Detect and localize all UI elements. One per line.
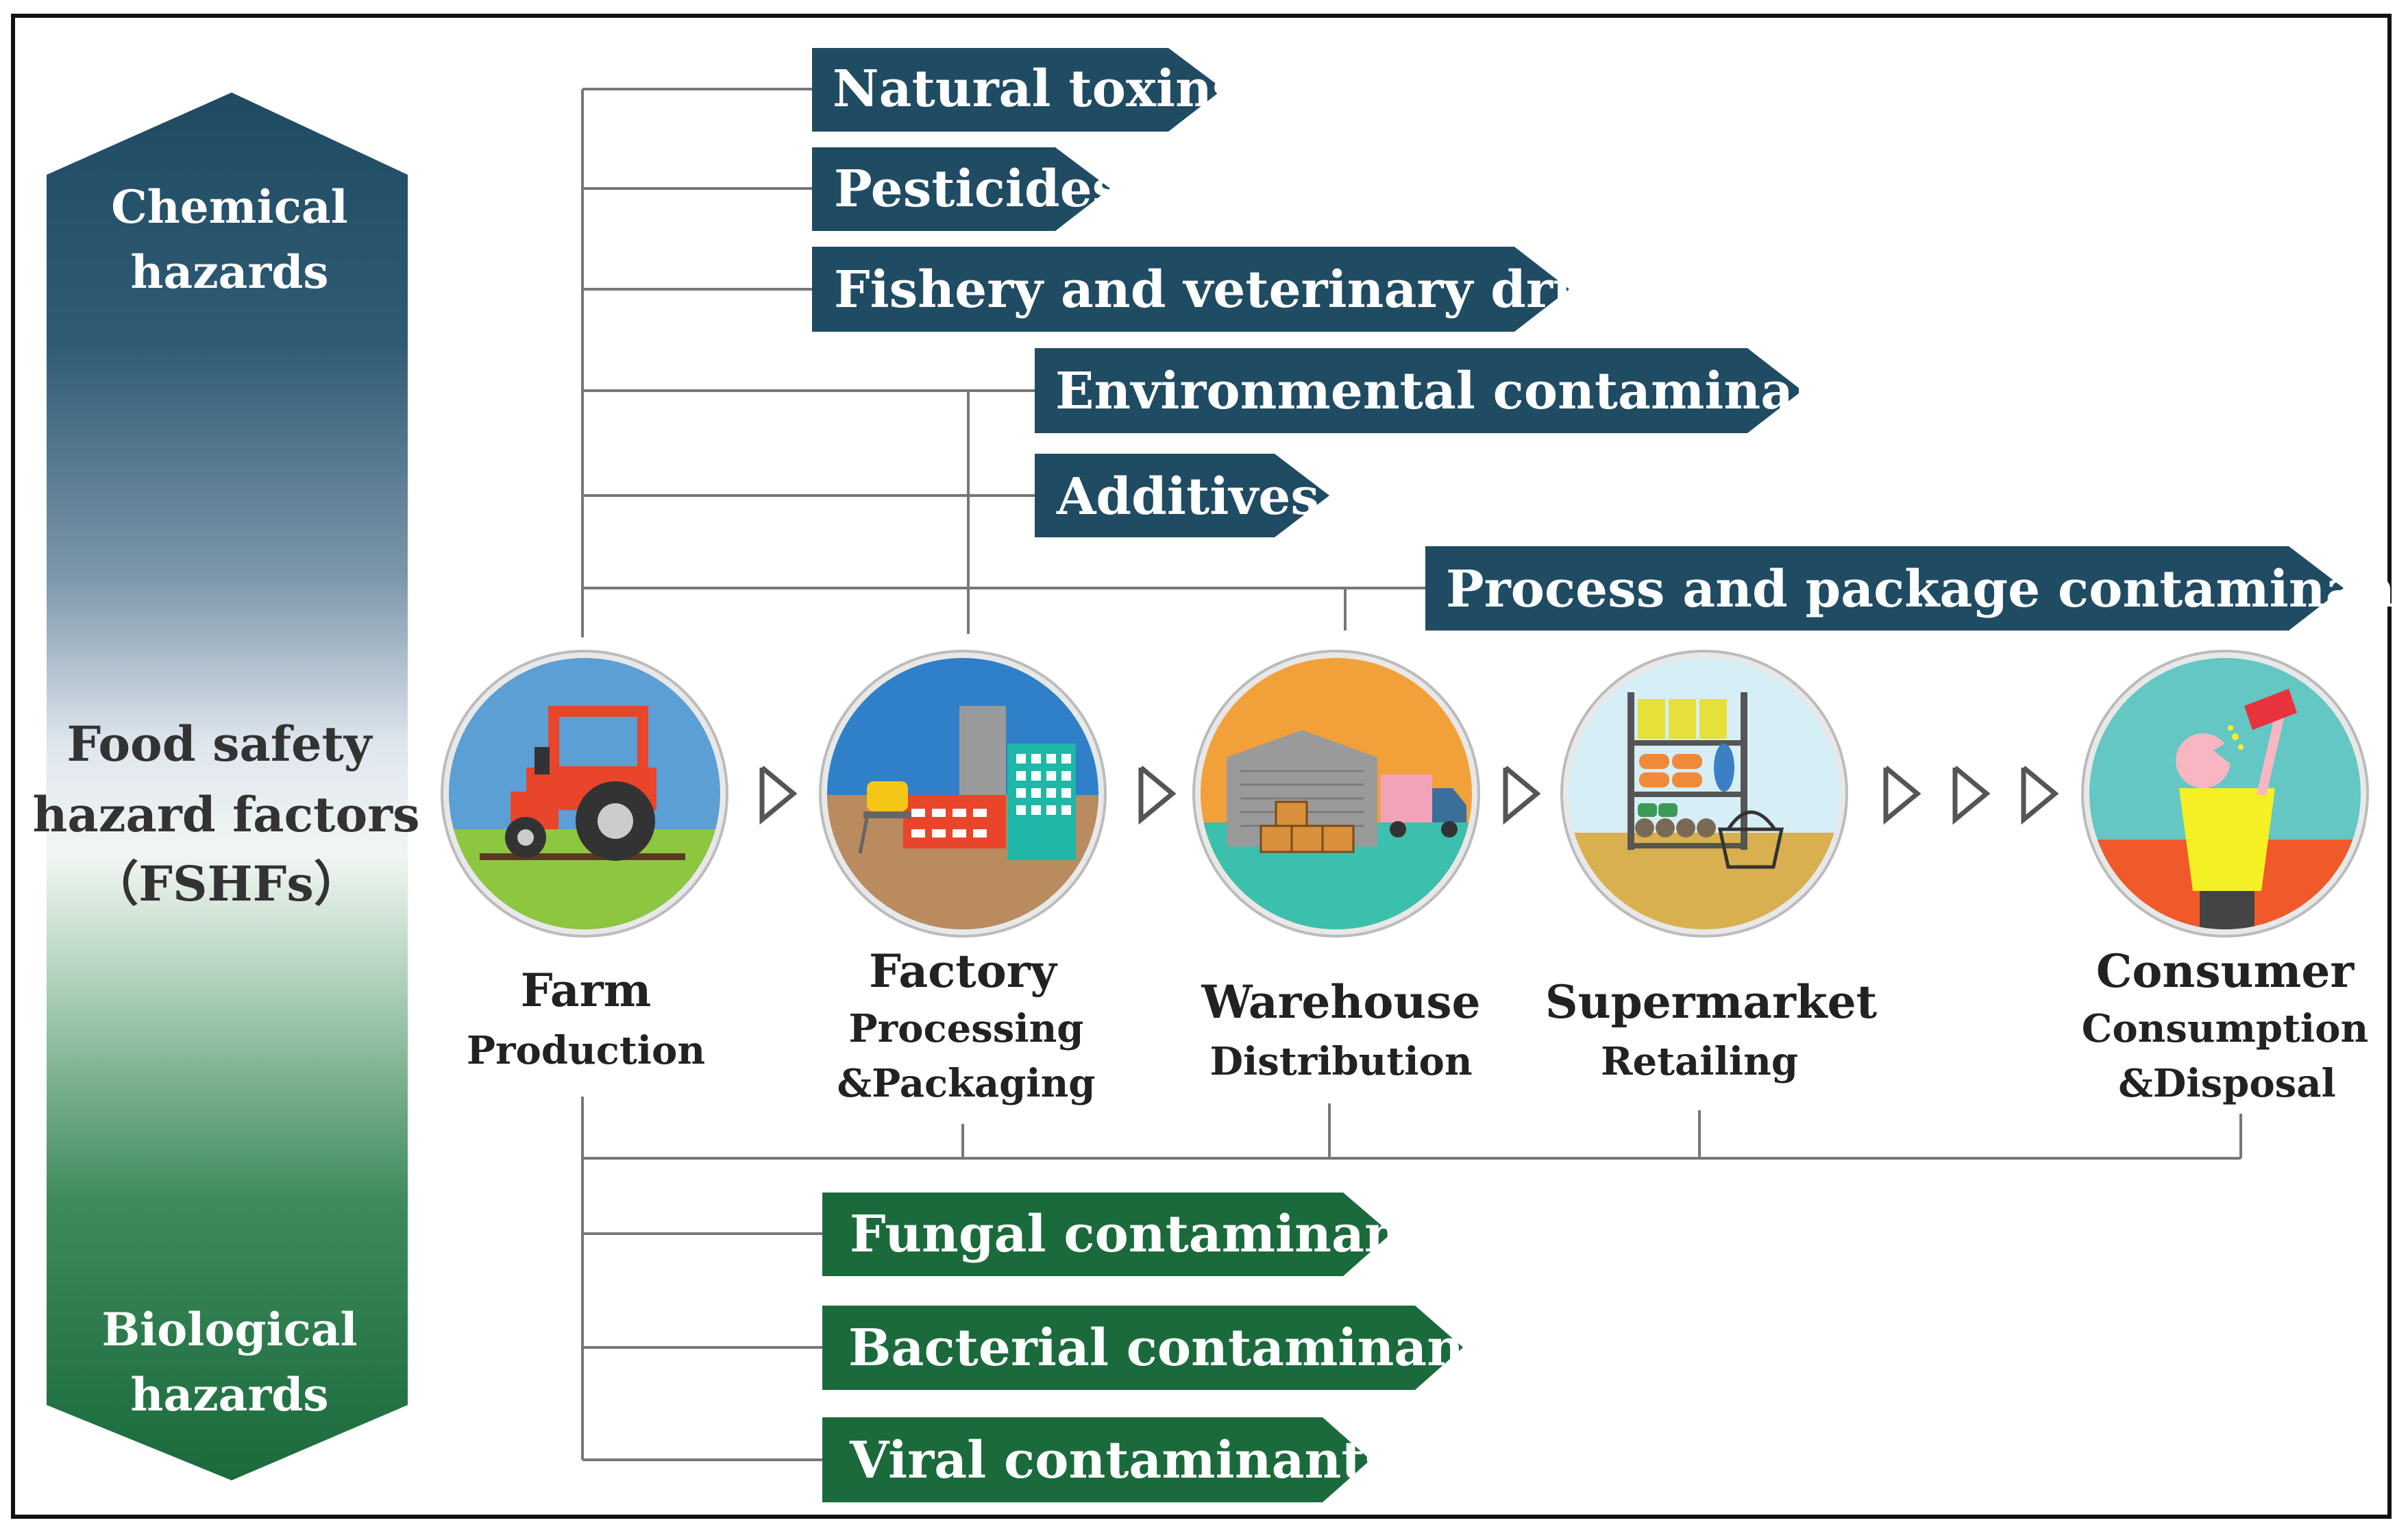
axis-middle-label-line2: hazard factors — [33, 786, 420, 843]
stage-supermarket-subtitle: Retailing — [1601, 1039, 1798, 1084]
axis-top-label-line1: Chemical — [111, 180, 347, 234]
hazard-axis-arrow — [47, 93, 408, 1480]
tag-additives: Additives — [1035, 454, 1329, 537]
stage-factory-title: Factory — [869, 944, 1057, 998]
tag-fungal-contaminants: Fungal contaminants — [822, 1193, 1453, 1276]
flow-chevrons — [759, 766, 2059, 825]
stage-supermarket: Supermarket Retailing — [1545, 650, 1878, 1084]
tag-process-package-contaminants-label: Process and package contaminants — [1446, 560, 2408, 619]
axis-middle-label-line3: （FSHFs） — [90, 855, 362, 912]
stage-warehouse: Warehouse Distribution — [1192, 650, 1481, 1084]
chevron-right-icon — [1138, 766, 1177, 825]
tag-viral-contaminants-label: Viral contaminants — [849, 1431, 1393, 1490]
tag-bacterial-contaminants-label: Bacterial contaminants — [848, 1319, 1516, 1378]
stage-supermarket-title: Supermarket — [1545, 975, 1878, 1029]
chevron-right-icon — [2021, 766, 2059, 825]
tag-process-package-contaminants: Process and package contaminants — [1425, 546, 2408, 631]
tag-pesticides: Pesticides — [812, 147, 1120, 231]
tag-bacterial-contaminants: Bacterial contaminants — [822, 1306, 1516, 1390]
factory-icon — [827, 658, 1098, 929]
biological-hazard-tags: Fungal contaminants Bacterial contaminan… — [822, 1193, 1516, 1502]
stage-consumer-subtitle-line1: Consumption — [2082, 1006, 2369, 1051]
tag-environmental-contaminants-label: Environmental contaminants — [1055, 362, 1882, 421]
stage-warehouse-subtitle: Distribution — [1209, 1039, 1472, 1084]
tag-natural-toxins-label: Natural toxins — [833, 60, 1241, 119]
chevron-right-icon — [759, 766, 798, 825]
stage-warehouse-title: Warehouse — [1201, 975, 1480, 1029]
chemical-connectors — [581, 88, 1425, 637]
tag-pesticides-label: Pesticides — [834, 160, 1120, 219]
stage-factory-subtitle-line1: Processing — [849, 1006, 1084, 1051]
tag-natural-toxins: Natural toxins — [812, 48, 1241, 132]
stage-farm: Farm Production — [441, 650, 728, 1073]
tag-viral-contaminants: Viral contaminants — [822, 1417, 1393, 1502]
tag-fungal-contaminants-label: Fungal contaminants — [850, 1205, 1453, 1264]
chevron-right-icon — [1883, 766, 1921, 825]
stage-farm-title: Farm — [521, 964, 652, 1017]
stage-consumer-title: Consumer — [2096, 944, 2355, 998]
tag-fishery-drugs: Fishery and veterinary drugs — [812, 247, 1654, 332]
tag-environmental-contaminants: Environmental contaminants — [1035, 348, 1882, 433]
biological-connectors — [581, 1097, 2242, 1461]
axis-top-label-line2: hazards — [130, 245, 328, 299]
chevron-right-icon — [1952, 766, 1991, 825]
warehouse-truck-icon — [1201, 658, 1472, 929]
axis-bottom-label-line2: hazards — [130, 1368, 328, 1421]
stage-consumer-subtitle-line2: &Disposal — [2118, 1061, 2336, 1106]
hazard-axis: Chemical hazards Food safety hazard fact… — [33, 93, 420, 1480]
stage-consumer: Consumer Consumption &Disposal — [2081, 650, 2369, 1106]
axis-bottom-label-line1: Biological — [101, 1303, 357, 1356]
tag-additives-label: Additives — [1056, 467, 1319, 526]
tractor-icon — [449, 658, 720, 929]
tag-fishery-drugs-label: Fishery and veterinary drugs — [834, 260, 1654, 319]
stage-factory: Factory Processing &Packaging — [819, 650, 1107, 1106]
axis-middle-label-line1: Food safety — [67, 716, 373, 772]
figure-frame — [11, 14, 2392, 1519]
chemical-hazard-tags: Natural toxins Pesticides Fishery and ve… — [812, 48, 2408, 631]
chevron-right-icon — [1503, 766, 1541, 825]
stage-farm-subtitle: Production — [467, 1028, 705, 1073]
stage-factory-subtitle-line2: &Packaging — [837, 1061, 1096, 1106]
consumer-eating-icon — [2089, 658, 2361, 929]
